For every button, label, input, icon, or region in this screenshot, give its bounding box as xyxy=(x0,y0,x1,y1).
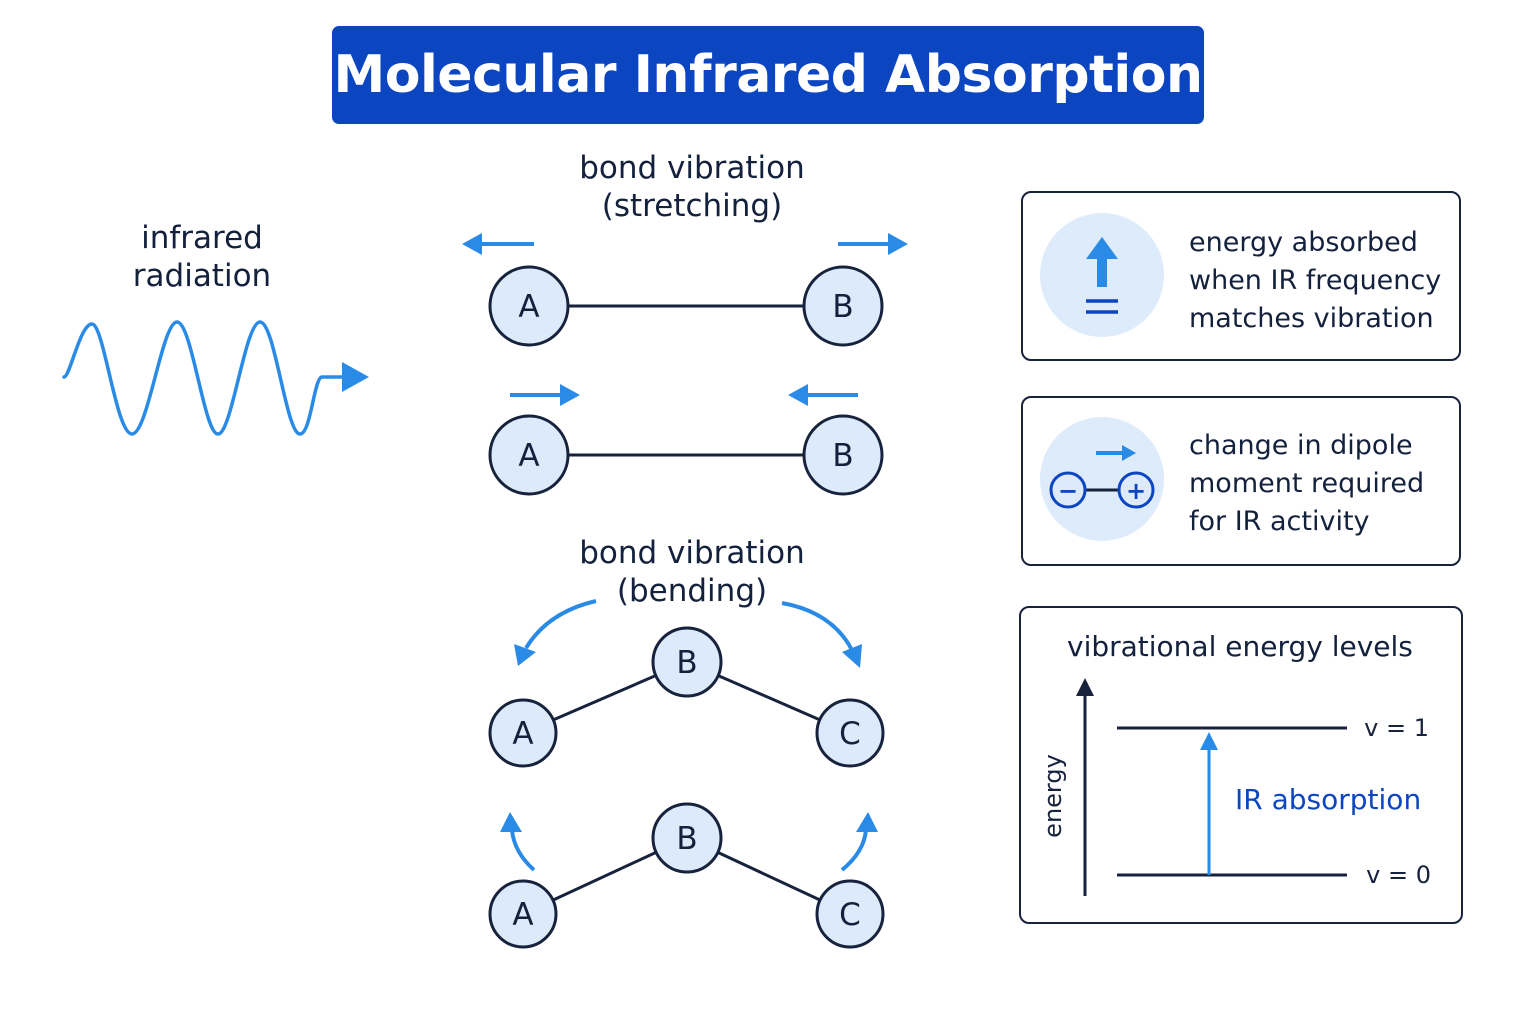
level-v1-label: v = 1 xyxy=(1364,714,1429,742)
atom-a-label: A xyxy=(518,438,539,474)
atom-b-bend-2: B xyxy=(651,802,723,874)
dipole-moment-card: − + change in dipole moment required for… xyxy=(1021,396,1461,566)
atom-a-label: A xyxy=(518,289,539,325)
dipole-icon: − + xyxy=(1049,445,1155,509)
atom-b-bend-1: B xyxy=(651,626,723,698)
dipole-card-line3: for IR activity xyxy=(1189,506,1370,537)
dipole-minus-sign: − xyxy=(1058,477,1078,505)
atom-b-label: B xyxy=(676,821,697,857)
atom-b-stretch-2: B xyxy=(802,414,884,496)
atom-c-label: C xyxy=(839,716,861,752)
energy-levels-title: vibrational energy levels xyxy=(1067,630,1413,663)
energy-up-arrow-icon xyxy=(1086,237,1118,314)
bend-2-left-curved-arrow xyxy=(510,829,536,872)
stretch-inward-right-arrowhead xyxy=(788,384,808,406)
energy-levels-plot: energy v = 1 v = 0 IR absorption xyxy=(1039,677,1431,896)
atom-a-bend-1: A xyxy=(488,698,558,768)
bend-1-left-curved-arrow xyxy=(524,599,597,650)
stretch-outward-left-arrowhead xyxy=(462,233,482,255)
energy-levels-card: vibrational energy levels energy v = 1 v… xyxy=(1019,606,1463,924)
bend-1-right-curved-arrow xyxy=(781,601,854,651)
radiation-label-line2: radiation xyxy=(133,258,271,294)
bend-2-right-curved-arrow xyxy=(840,829,868,872)
bending-label-line1: bond vibration xyxy=(579,535,805,571)
stretch-outward-right-arrowhead xyxy=(888,233,908,255)
atom-c-bend-1: C xyxy=(815,698,885,768)
energy-axis-label: energy xyxy=(1039,754,1067,838)
stretch-inward-left-arrowhead xyxy=(560,384,580,406)
atom-c-bend-2: C xyxy=(815,879,885,949)
level-v0-label: v = 0 xyxy=(1366,861,1431,889)
atom-a-label: A xyxy=(512,716,533,752)
ir-wave-arrowhead xyxy=(342,362,369,392)
dipole-card-line1: change in dipole xyxy=(1189,430,1413,461)
atom-b-label: B xyxy=(832,289,853,325)
radiation-label-line1: infrared xyxy=(141,220,263,256)
atom-a-stretch-2: A xyxy=(488,414,570,496)
page-title: Molecular Infrared Absorption xyxy=(333,45,1203,105)
energy-card-line3: matches vibration xyxy=(1189,303,1434,334)
energy-card-line2: when IR frequency xyxy=(1189,265,1442,296)
title-banner: Molecular Infrared Absorption xyxy=(332,26,1204,124)
ir-absorption-arrowhead xyxy=(1199,731,1218,750)
atom-a-label: A xyxy=(512,897,533,933)
ir-absorption-label: IR absorption xyxy=(1235,783,1421,816)
stretching-label-line1: bond vibration xyxy=(579,150,805,186)
atom-b-stretch-1: B xyxy=(802,265,884,347)
bend-1-right-arrowhead xyxy=(842,644,862,668)
bend-2-right-arrowhead xyxy=(856,812,878,832)
bend-1-left-arrowhead xyxy=(514,644,536,666)
dipole-plus-sign: + xyxy=(1126,477,1146,505)
bend-2-left-arrowhead xyxy=(500,812,522,832)
atom-c-label: C xyxy=(839,897,861,933)
energy-absorbed-card: energy absorbed when IR frequency matche… xyxy=(1021,191,1461,361)
atom-b-label: B xyxy=(832,438,853,474)
stretching-label-line2: (stretching) xyxy=(602,188,782,224)
atom-a-bend-2: A xyxy=(488,879,558,949)
atom-b-label: B xyxy=(676,645,697,681)
ir-wave xyxy=(62,320,344,436)
energy-card-line1: energy absorbed xyxy=(1189,227,1418,258)
dipole-card-line2: moment required xyxy=(1189,468,1425,499)
bending-label-line2: (bending) xyxy=(617,573,767,609)
atom-a-stretch-1: A xyxy=(488,265,570,347)
